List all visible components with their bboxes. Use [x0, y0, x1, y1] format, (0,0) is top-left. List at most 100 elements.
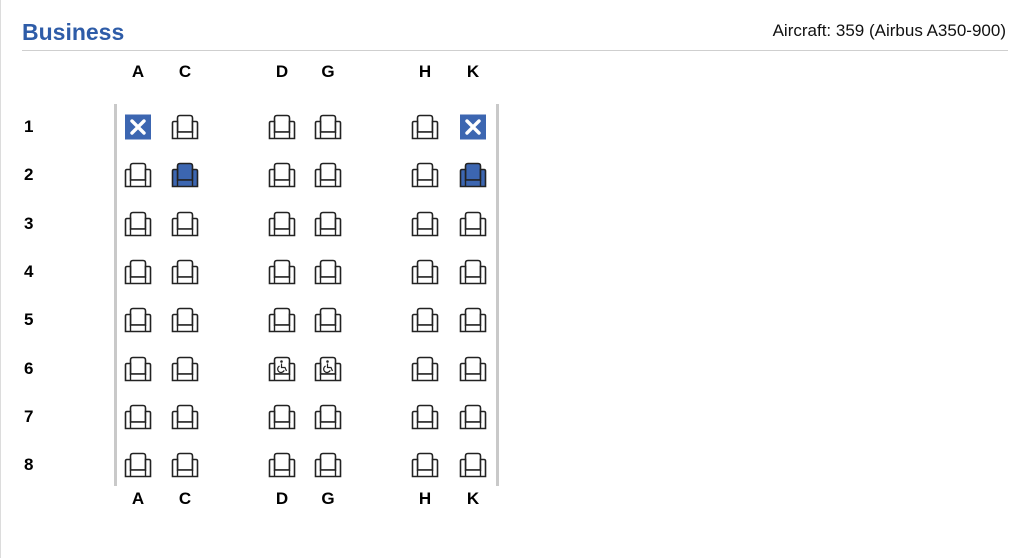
- seat-outline-icon: [313, 258, 343, 286]
- seat-8A[interactable]: [123, 451, 153, 479]
- seat-6H[interactable]: [410, 355, 440, 383]
- seat-7G[interactable]: [313, 403, 343, 431]
- row-number-label: 2: [24, 165, 34, 185]
- seat-3C[interactable]: [170, 210, 200, 238]
- seat-4C[interactable]: [170, 258, 200, 286]
- seat-1D[interactable]: [267, 113, 297, 141]
- seat-4A[interactable]: [123, 258, 153, 286]
- seat-outline-icon: [313, 306, 343, 334]
- seat-6G[interactable]: [313, 355, 343, 383]
- seat-outline-icon: [267, 161, 297, 189]
- header-divider: [22, 50, 1008, 51]
- seat-8K[interactable]: [458, 451, 488, 479]
- seat-filled-icon: [170, 161, 200, 189]
- seat-outline-icon: [267, 451, 297, 479]
- seat-outline-icon: [170, 210, 200, 238]
- seat-6A[interactable]: [123, 355, 153, 383]
- seat-outline-icon: [170, 355, 200, 383]
- seat-3H[interactable]: [410, 210, 440, 238]
- seat-8H[interactable]: [410, 451, 440, 479]
- seat-outline-icon: [458, 355, 488, 383]
- seat-7D[interactable]: [267, 403, 297, 431]
- cabin-wall-right: [496, 104, 499, 486]
- seat-5H[interactable]: [410, 306, 440, 334]
- seat-7H[interactable]: [410, 403, 440, 431]
- seat-outline-icon: [267, 210, 297, 238]
- seat-8C[interactable]: [170, 451, 200, 479]
- wheelchair-seat-icon: [313, 355, 343, 383]
- seat-outline-icon: [313, 113, 343, 141]
- seat-2H[interactable]: [410, 161, 440, 189]
- seat-7C[interactable]: [170, 403, 200, 431]
- seat-4H[interactable]: [410, 258, 440, 286]
- seat-6D[interactable]: [267, 355, 297, 383]
- seat-2C[interactable]: [170, 161, 200, 189]
- seat-7K[interactable]: [458, 403, 488, 431]
- seat-3K[interactable]: [458, 210, 488, 238]
- column-label-top: H: [418, 62, 432, 81]
- seat-2D[interactable]: [267, 161, 297, 189]
- seat-outline-icon: [313, 210, 343, 238]
- column-label-bottom: A: [131, 489, 145, 508]
- seat-2A[interactable]: [123, 161, 153, 189]
- seat-outline-icon: [313, 161, 343, 189]
- row-number-label: 7: [24, 406, 34, 426]
- seat-5G[interactable]: [313, 306, 343, 334]
- seat-outline-icon: [458, 403, 488, 431]
- seat-outline-icon: [458, 258, 488, 286]
- seat-outline-icon: [410, 161, 440, 189]
- seat-outline-icon: [123, 306, 153, 334]
- seat-outline-icon: [267, 306, 297, 334]
- seat-outline-icon: [170, 258, 200, 286]
- seat-5D[interactable]: [267, 306, 297, 334]
- column-label-top: G: [321, 62, 335, 81]
- row-number-label: 3: [24, 213, 34, 233]
- seat-blocked-x-icon: [123, 113, 153, 141]
- seat-4D[interactable]: [267, 258, 297, 286]
- column-label-bottom: D: [275, 489, 289, 508]
- cabin-class-title: Business: [22, 19, 125, 45]
- seat-outline-icon: [410, 403, 440, 431]
- column-label-top: C: [178, 62, 192, 81]
- seat-4K[interactable]: [458, 258, 488, 286]
- seat-1C[interactable]: [170, 113, 200, 141]
- seat-3D[interactable]: [267, 210, 297, 238]
- seat-outline-icon: [170, 113, 200, 141]
- seat-outline-icon: [123, 355, 153, 383]
- row-number-label: 5: [24, 310, 34, 330]
- seat-3G[interactable]: [313, 210, 343, 238]
- seat-5C[interactable]: [170, 306, 200, 334]
- column-label-top: K: [466, 62, 480, 81]
- seat-outline-icon: [458, 451, 488, 479]
- seat-outline-icon: [410, 258, 440, 286]
- seat-filled-icon: [458, 161, 488, 189]
- seat-6C[interactable]: [170, 355, 200, 383]
- seat-4G[interactable]: [313, 258, 343, 286]
- seat-3A[interactable]: [123, 210, 153, 238]
- row-number-label: 1: [24, 117, 34, 136]
- seat-6K[interactable]: [458, 355, 488, 383]
- wheelchair-seat-icon: [267, 355, 297, 383]
- seat-7A[interactable]: [123, 403, 153, 431]
- cabin-wall-left: [114, 104, 117, 486]
- seat-outline-icon: [123, 258, 153, 286]
- seat-8D[interactable]: [267, 451, 297, 479]
- seat-1G[interactable]: [313, 113, 343, 141]
- seat-outline-icon: [170, 403, 200, 431]
- seat-5A[interactable]: [123, 306, 153, 334]
- page-left-border: [0, 0, 1, 558]
- seat-outline-icon: [410, 113, 440, 141]
- seat-8G[interactable]: [313, 451, 343, 479]
- seat-1H[interactable]: [410, 113, 440, 141]
- seat-outline-icon: [123, 161, 153, 189]
- seat-1A: [123, 113, 153, 141]
- seat-2G[interactable]: [313, 161, 343, 189]
- seat-outline-icon: [410, 306, 440, 334]
- seat-2K[interactable]: [458, 161, 488, 189]
- aircraft-info: Aircraft: 359 (Airbus A350-900): [772, 21, 1006, 40]
- seat-5K[interactable]: [458, 306, 488, 334]
- seat-outline-icon: [267, 403, 297, 431]
- seat-1K: [458, 113, 488, 141]
- column-label-bottom: G: [321, 489, 335, 508]
